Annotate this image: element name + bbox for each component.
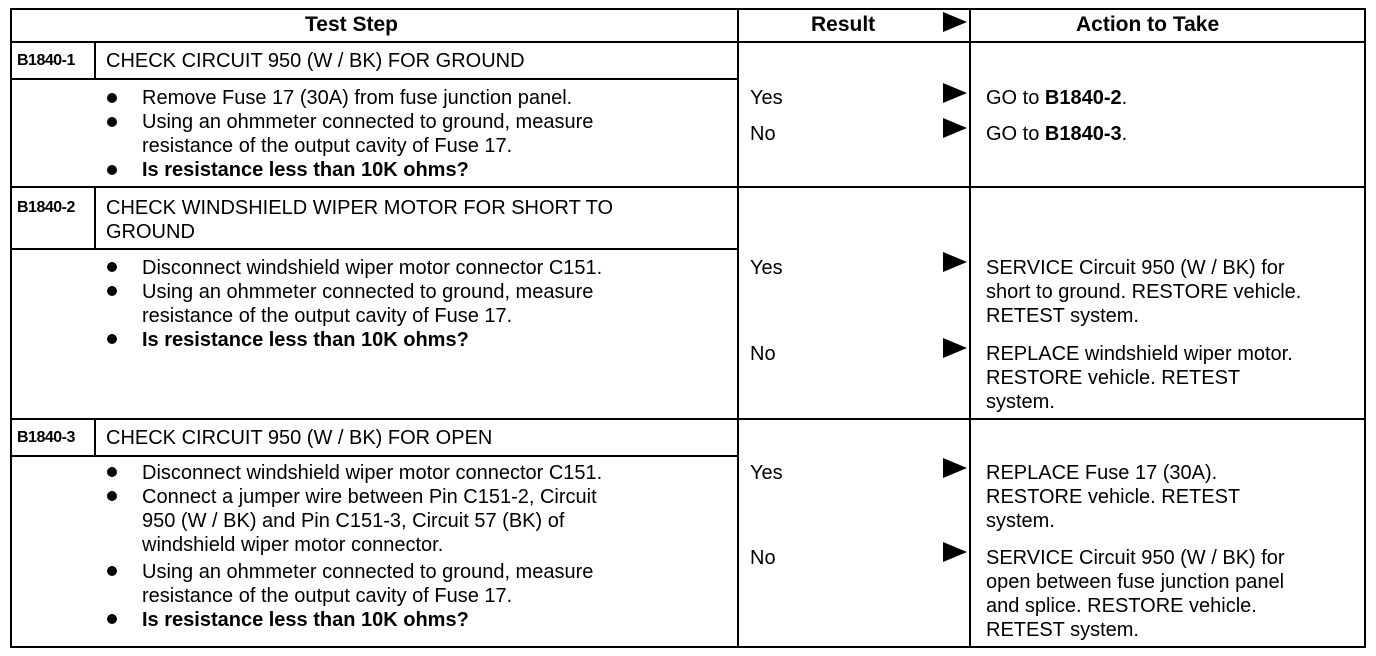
bullet-question: Is resistance less than 10K ohms? xyxy=(142,329,469,351)
action-text: RESTORE vehicle. RETEST xyxy=(986,486,1241,508)
result-arrow-icon xyxy=(943,83,967,103)
bullet-icon xyxy=(107,117,117,127)
bullet-icon xyxy=(107,566,117,576)
step-title: CHECK WINDSHIELD WIPER MOTOR FOR SHORT T… xyxy=(106,197,614,219)
bullet-text: resistance of the output cavity of Fuse … xyxy=(142,585,513,607)
header-test-step: Test Step xyxy=(305,13,398,36)
step-title: CHECK CIRCUIT 950 (W / BK) FOR GROUND xyxy=(106,50,525,72)
header-action: Action to Take xyxy=(1076,13,1220,36)
bullet-icon xyxy=(107,262,117,272)
result-arrow-icon xyxy=(943,458,967,478)
result-arrow-icon xyxy=(943,252,967,272)
step-id: B1840-1 xyxy=(17,52,75,69)
action-text: SERVICE Circuit 950 (W / BK) for xyxy=(986,547,1285,569)
bullet-text: Disconnect windshield wiper motor connec… xyxy=(142,257,603,279)
action-text: and splice. RESTORE vehicle. xyxy=(986,595,1257,617)
result-arrow-icon xyxy=(943,338,967,358)
bullet-text: resistance of the output cavity of Fuse … xyxy=(142,135,513,157)
bullet-text: windshield wiper motor connector. xyxy=(142,534,444,556)
result-no: No xyxy=(750,547,776,569)
bullet-text: Using an ohmmeter connected to ground, m… xyxy=(142,281,594,303)
bullet-icon xyxy=(107,165,117,175)
title-box-rule xyxy=(10,78,738,80)
action-text: RESTORE vehicle. RETEST xyxy=(986,367,1241,389)
bullet-icon xyxy=(107,334,117,344)
step-rule xyxy=(10,186,1366,188)
result-no: No xyxy=(750,343,776,365)
action-text: system. xyxy=(986,391,1055,413)
action-step-ref: B1840-3 xyxy=(1044,123,1122,145)
action-text: REPLACE Fuse 17 (30A). xyxy=(986,462,1218,484)
action-text: GO to B1840-3. xyxy=(986,123,1128,145)
bullet-text: resistance of the output cavity of Fuse … xyxy=(142,305,513,327)
action-text: GO to B1840-2. xyxy=(986,87,1128,109)
col-divider-result-action xyxy=(969,8,971,648)
id-box-divider xyxy=(94,42,96,79)
bullet-icon xyxy=(107,614,117,624)
action-text: REPLACE windshield wiper motor. xyxy=(986,343,1293,365)
bullet-text: Using an ohmmeter connected to ground, m… xyxy=(142,111,594,133)
action-text: SERVICE Circuit 950 (W / BK) for xyxy=(986,257,1285,279)
col-divider-step-result xyxy=(737,8,739,648)
header-result: Result xyxy=(811,13,876,36)
action-step-ref: B1840-2 xyxy=(1044,87,1122,109)
title-box-rule xyxy=(10,455,738,457)
bullet-question: Is resistance less than 10K ohms? xyxy=(142,609,469,631)
result-arrow-icon xyxy=(943,542,967,562)
id-box-divider xyxy=(94,419,96,456)
title-box-rule xyxy=(10,248,738,250)
action-text: open between fuse junction panel xyxy=(986,571,1285,593)
result-no: No xyxy=(750,123,776,145)
action-text: system. xyxy=(986,510,1055,532)
diagnostic-table xyxy=(10,8,1366,648)
id-box-divider xyxy=(94,187,96,249)
bullet-text: 950 (W / BK) and Pin C151-3, Circuit 57 … xyxy=(142,510,565,532)
action-text: RETEST system. xyxy=(986,619,1139,641)
bullet-text: Disconnect windshield wiper motor connec… xyxy=(142,462,603,484)
header-arrow-icon xyxy=(943,12,967,32)
result-yes: Yes xyxy=(750,87,783,109)
result-yes: Yes xyxy=(750,257,783,279)
bullet-icon xyxy=(107,491,117,501)
header-bottom-rule xyxy=(10,41,1366,43)
action-text: RETEST system. xyxy=(986,305,1139,327)
step-rule xyxy=(10,418,1366,420)
bullet-icon xyxy=(107,467,117,477)
result-arrow-icon xyxy=(943,118,967,138)
bullet-text: Using an ohmmeter connected to ground, m… xyxy=(142,561,594,583)
step-id: B1840-3 xyxy=(17,429,75,446)
result-yes: Yes xyxy=(750,462,783,484)
bullet-question: Is resistance less than 10K ohms? xyxy=(142,159,469,181)
step-id: B1840-2 xyxy=(17,199,75,216)
step-title: GROUND xyxy=(106,221,195,243)
action-text: short to ground. RESTORE vehicle. xyxy=(986,281,1302,303)
step-title: CHECK CIRCUIT 950 (W / BK) FOR OPEN xyxy=(106,427,493,449)
bullet-icon xyxy=(107,93,117,103)
bullet-text: Connect a jumper wire between Pin C151-2… xyxy=(142,486,597,508)
bullet-text: Remove Fuse 17 (30A) from fuse junction … xyxy=(142,87,573,109)
bullet-icon xyxy=(107,286,117,296)
